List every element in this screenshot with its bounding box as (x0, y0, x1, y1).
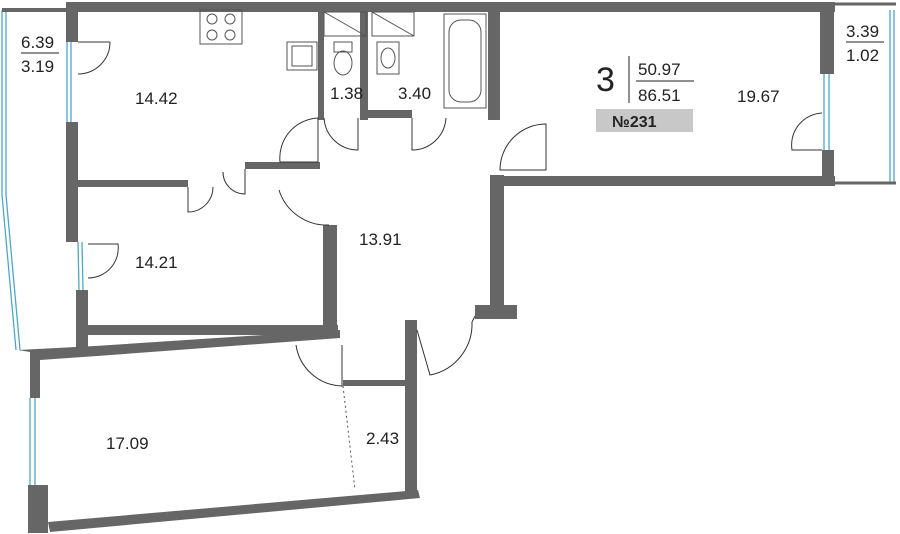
room-area-hall: 13.91 (359, 230, 402, 249)
room-area-bedroom-mid: 14.21 (135, 253, 178, 272)
door-kitchen-balcony (77, 41, 111, 75)
wall-bottom (48, 490, 420, 532)
kitchen-sink-icon (286, 41, 318, 71)
windows (1, 10, 895, 485)
wall-left-mid (66, 122, 78, 242)
wall-hall-right-step (475, 305, 517, 319)
doors (77, 41, 823, 387)
wall-bottom-right (405, 320, 417, 495)
wall-left-upper (66, 2, 78, 42)
wall-hall-right (490, 175, 504, 315)
door-bedroom-mid-balcony (87, 243, 119, 279)
window-bedroom-b (81, 241, 84, 291)
loggias (2, 2, 896, 185)
vent-shaft-icon (323, 11, 415, 37)
room-area-bathroom: 3.40 (398, 84, 431, 103)
wall-wc-left (318, 10, 324, 120)
toilet-icon (333, 41, 353, 76)
wall-right-bedroom-bottom (500, 176, 835, 186)
room-area-bedroom-bottom: 17.09 (106, 434, 149, 453)
apartment-rooms-count: 3 (596, 61, 615, 99)
apartment-number-badge (596, 109, 693, 132)
door-wc (323, 117, 359, 151)
apartment-number: №231 (612, 114, 657, 131)
balcony-right-reduced-area: 1.02 (846, 46, 879, 65)
wall-bottom-bedroom-outer (18, 330, 340, 398)
apartment-info: 3 50.97 86.51 №231 (596, 56, 694, 132)
balcony-left-full-area: 6.39 (21, 33, 54, 52)
door-hall-left (279, 117, 319, 163)
closet-divider (342, 385, 356, 491)
wall-bedroom-bottom (88, 325, 338, 335)
balcony-right-full-area: 3.39 (846, 22, 879, 41)
loggia-left-glazing-a (1, 10, 17, 351)
stove-icon (199, 9, 243, 45)
door-kitchen (187, 169, 246, 213)
fixtures (199, 9, 487, 109)
wall-top (70, 2, 835, 12)
wall-closet-top (343, 380, 413, 386)
bathroom-sink-icon (376, 41, 400, 75)
balcony-left-reduced-area: 3.19 (21, 57, 54, 76)
wall-kitchen-bottom-a (78, 180, 188, 187)
door-hall-closet (416, 315, 476, 376)
window-bedroom-a (77, 241, 80, 291)
loggia-left-glazing-b (5, 10, 21, 351)
wall-bath-right (488, 10, 500, 120)
wall-right-bedroom-right-a (820, 2, 834, 74)
wall-left-low (76, 290, 88, 350)
apartment-living-area: 50.97 (638, 60, 681, 79)
walls (18, 2, 835, 533)
wall-wet-bottom (360, 110, 412, 118)
balcony-labels: 6.39 3.19 3.39 1.02 (21, 22, 884, 76)
wall-kitchen-bottom-b (245, 162, 320, 169)
room-labels: 14.42 1.38 3.40 13.91 19.67 14.21 17.09 … (106, 84, 780, 453)
room-area-wc: 1.38 (330, 84, 363, 103)
door-right-balcony (791, 112, 823, 151)
door-bedroom-mid (278, 189, 330, 226)
room-area-kitchen: 14.42 (135, 89, 178, 108)
wall-right-bedroom-right-b (822, 150, 834, 186)
apartment-total-area: 86.51 (638, 86, 681, 105)
door-bottom-bedroom (295, 344, 343, 387)
room-area-bedroom-right: 19.67 (737, 87, 780, 106)
door-right-bedroom (499, 123, 547, 171)
wall-bottom-left-low (28, 485, 48, 533)
room-area-closet: 2.43 (366, 429, 399, 448)
wall-bedroom-right (323, 225, 337, 335)
bathtub-icon (443, 13, 487, 109)
wall-wc-right (360, 10, 368, 120)
door-bath (411, 117, 447, 151)
